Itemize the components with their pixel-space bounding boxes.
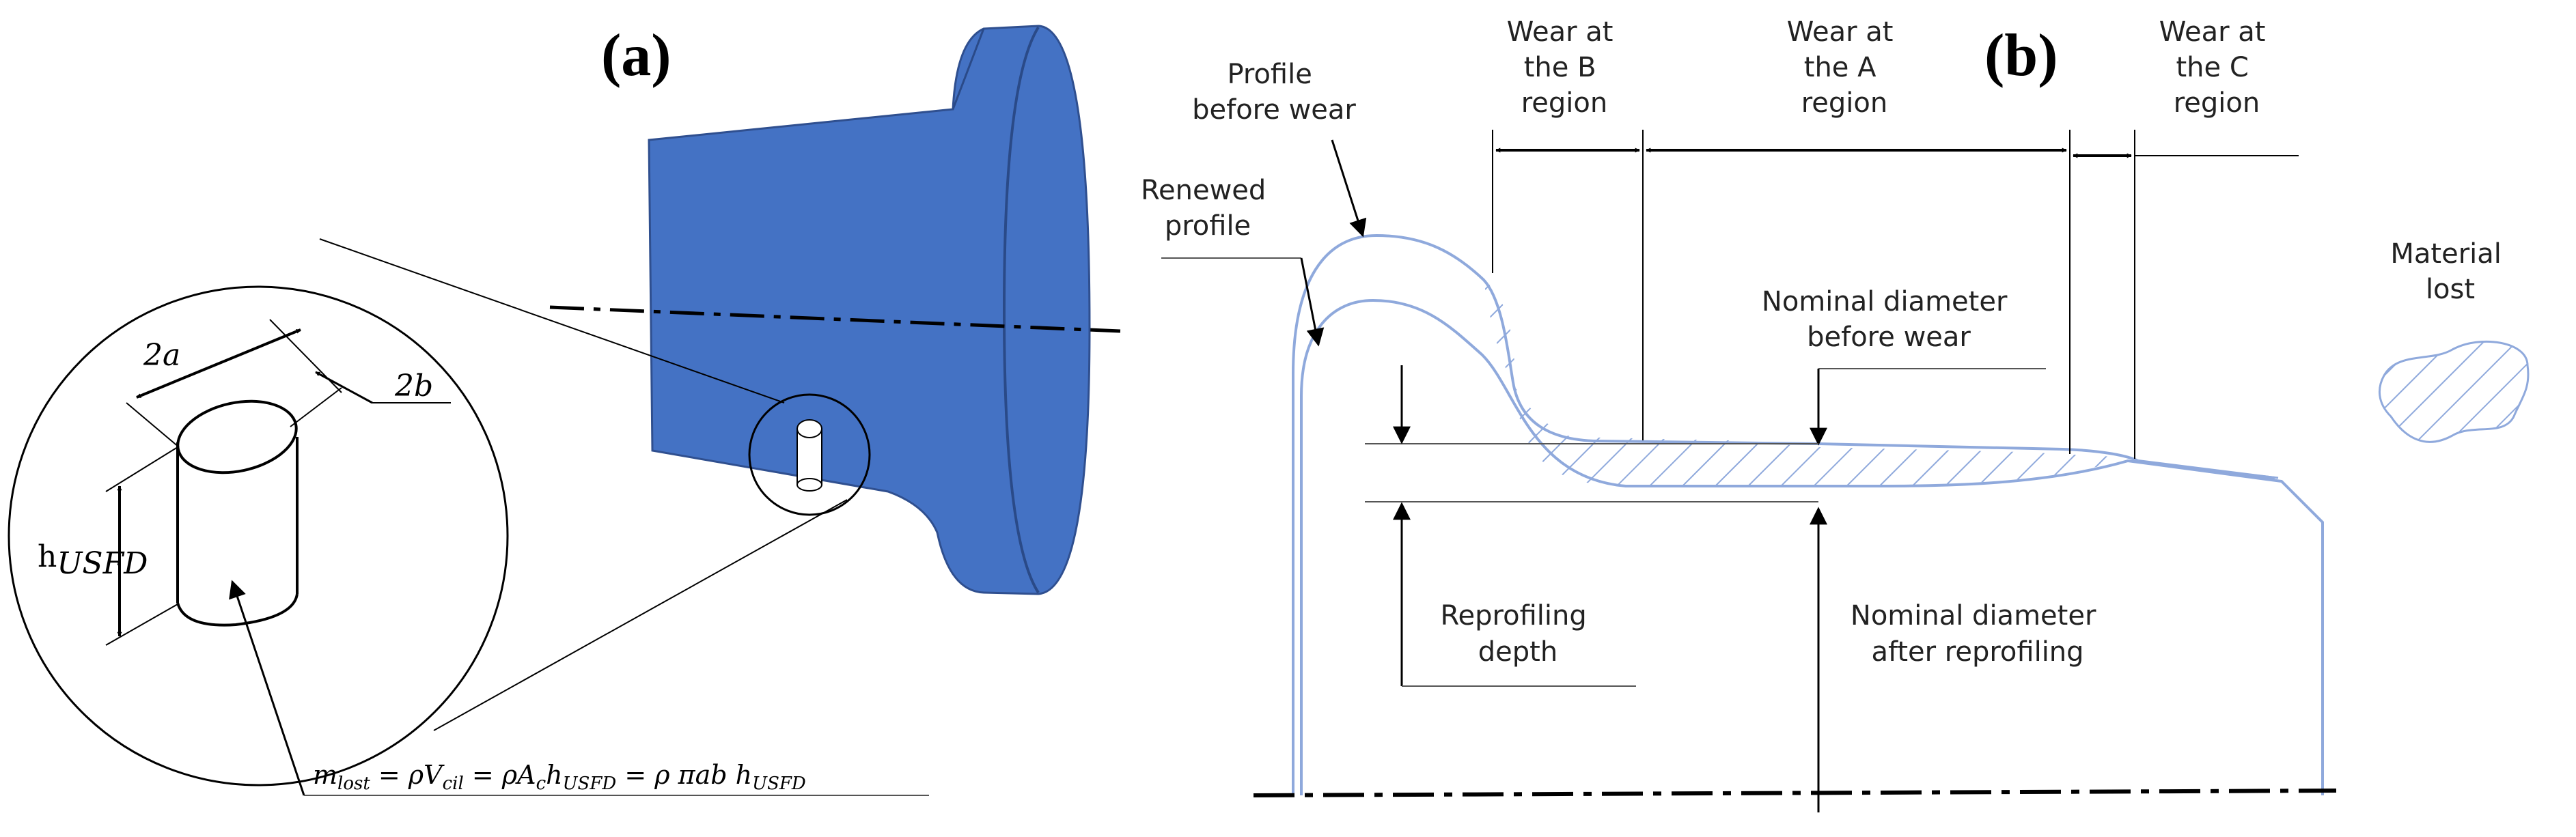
zoom-circle xyxy=(8,285,509,786)
wheel-profile-right-top xyxy=(2127,459,2279,479)
cylinder-hole xyxy=(176,399,299,627)
material-lost-label: Material lost xyxy=(2390,238,2510,305)
profile-before-wear-label: Profile before wear xyxy=(1192,59,1356,126)
mass-lost-formula: mlost = ρVcil = ρAchUSFD = ρ πab hUSFD xyxy=(313,760,806,794)
dim-2b: 2b xyxy=(394,369,433,403)
dim-h-usfd: hUSFD xyxy=(38,539,148,581)
formula-leader xyxy=(229,580,305,796)
profile-before-wear-line xyxy=(1292,233,2139,795)
axle-centreline xyxy=(549,305,1121,333)
wheel-edge-top xyxy=(952,28,985,110)
nominal-after-label: Nominal diameter after reprofiling xyxy=(1851,600,2105,668)
material-lost-swatch xyxy=(2378,340,2530,443)
dim-2a: 2a xyxy=(143,338,180,373)
wear-hatch-region xyxy=(1484,280,2128,486)
panel-b: (b) Wear at the B region Wear at the A xyxy=(1141,16,2530,812)
wear-c-label: Wear at the C region xyxy=(2159,16,2274,119)
renewed-profile-label: Renewed profile xyxy=(1141,175,1275,242)
wheel-body xyxy=(648,25,1091,595)
reprofiling-depth-label: Reprofiling depth xyxy=(1441,600,1596,668)
panel-b-label: (b) xyxy=(1984,23,2058,89)
renewed-profile-line xyxy=(1300,298,2324,795)
panel-a: (a) 2a 2b xyxy=(8,23,1121,796)
panel-a-label: (a) xyxy=(601,23,671,89)
small-hole xyxy=(797,419,822,492)
wheel-flange-edge xyxy=(1002,26,1040,594)
focus-circle xyxy=(748,393,871,516)
wear-b-label: Wear at the B region xyxy=(1507,16,1622,119)
wear-a-label: Wear at the A region xyxy=(1787,16,1902,119)
dim-2a-arrow xyxy=(136,328,301,399)
zoom-line-bottom xyxy=(433,499,848,731)
axle-centreline-b xyxy=(1253,789,2337,797)
nominal-before-label: Nominal diameter before wear xyxy=(1762,286,2016,353)
zoom-line-top xyxy=(319,238,785,403)
